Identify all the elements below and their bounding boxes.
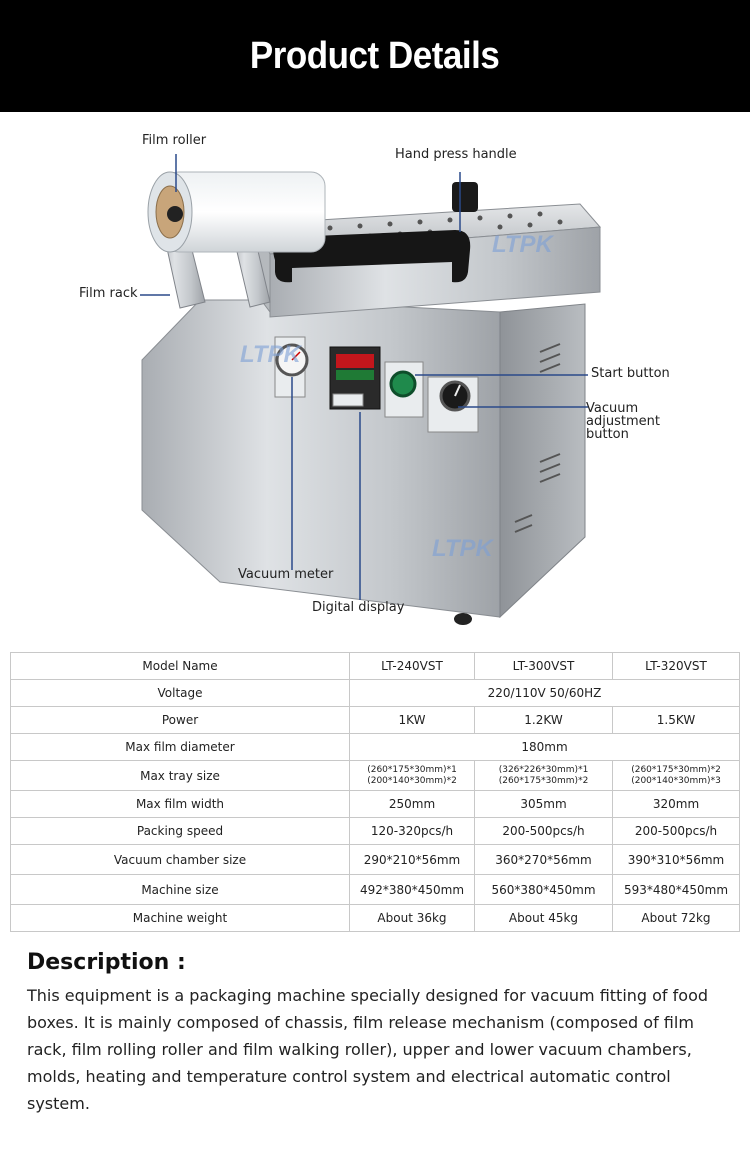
spec-label: Vacuum chamber size — [10, 844, 350, 875]
spec-label: Max tray size — [10, 760, 350, 791]
callout-film-rack: Film rack — [79, 286, 138, 301]
spec-row-power: Power 1KW 1.2KW 1.5KW — [10, 706, 740, 734]
spec-value: 1.5KW — [612, 706, 740, 734]
spec-value: (260*175*30mm)*2(200*140*30mm)*3 — [612, 760, 740, 791]
spec-table: Model Name LT-240VST LT-300VST LT-320VST… — [10, 652, 740, 932]
spec-value: 492*380*450mm — [349, 874, 475, 905]
start-button — [389, 370, 417, 398]
spec-value: 1KW — [349, 706, 475, 734]
spec-value: (260*175*30mm)*1(200*140*30mm)*2 — [349, 760, 475, 791]
spec-label: Model Name — [10, 652, 350, 680]
callout-hand-press-handle: Hand press handle — [395, 147, 517, 162]
model-name: LT-300VST — [474, 652, 613, 680]
spec-value: 200-500pcs/h — [474, 817, 613, 845]
model-name: LT-240VST — [349, 652, 475, 680]
spec-value: 390*310*56mm — [612, 844, 740, 875]
spec-value: 360*270*56mm — [474, 844, 613, 875]
vent-slots — [514, 343, 561, 533]
roller-hub — [167, 206, 183, 222]
spec-value: 1.2KW — [474, 706, 613, 734]
spec-row-machine-weight: Machine weight About 36kg About 45kg Abo… — [10, 904, 740, 932]
spec-label: Max film diameter — [10, 733, 350, 761]
watermark: LTPK — [432, 535, 495, 562]
spec-value: 180mm — [349, 733, 740, 761]
spec-value: (326*226*30mm)*1(260*175*30mm)*2 — [474, 760, 613, 791]
model-name: LT-320VST — [612, 652, 740, 680]
spec-label: Machine weight — [10, 904, 350, 932]
spec-label: Max film width — [10, 790, 350, 818]
spec-value: 220/110V 50/60HZ — [349, 679, 740, 707]
spec-row-max-film-width: Max film width 250mm 305mm 320mm — [10, 790, 740, 818]
callout-film-roller: Film roller — [142, 133, 207, 148]
spec-row-max-film-diameter: Max film diameter 180mm — [10, 733, 740, 761]
spec-value: 200-500pcs/h — [612, 817, 740, 845]
spec-value: 320mm — [612, 790, 740, 818]
callout-vacuum-adjustment-button: Vacuum adjustment button — [586, 401, 660, 442]
spec-value: 120-320pcs/h — [349, 817, 475, 845]
spec-label: Machine size — [10, 874, 350, 905]
spec-row-machine-size: Machine size 492*380*450mm 560*380*450mm… — [10, 874, 740, 905]
machine-illustration: LTPK LTPK LTPK — [140, 154, 602, 625]
callout-start-button: Start button — [591, 366, 670, 381]
spec-row-max-tray-size: Max tray size (260*175*30mm)*1(200*140*3… — [10, 760, 740, 791]
spec-value: 305mm — [474, 790, 613, 818]
machine-foot — [454, 613, 472, 625]
spec-row-vacuum-chamber-size: Vacuum chamber size 290*210*56mm 360*270… — [10, 844, 740, 875]
spec-row-voltage: Voltage 220/110V 50/60HZ — [10, 679, 740, 707]
spec-value: 593*480*450mm — [612, 874, 740, 905]
spec-value: 290*210*56mm — [349, 844, 475, 875]
spec-value: 560*380*450mm — [474, 874, 613, 905]
spec-value: 250mm — [349, 790, 475, 818]
handle-knob — [452, 182, 478, 212]
product-figure: LTPK LTPK LTPK Film roller Hand press ha… — [0, 112, 750, 642]
spec-value: About 45kg — [474, 904, 613, 932]
page-header: Product Details — [0, 0, 750, 112]
spec-value: About 36kg — [349, 904, 475, 932]
spec-label: Packing speed — [10, 817, 350, 845]
callout-vacuum-meter: Vacuum meter — [238, 567, 334, 582]
spec-row-packing-speed: Packing speed 120-320pcs/h 200-500pcs/h … — [10, 817, 740, 845]
spec-label: Power — [10, 706, 350, 734]
description-body: This equipment is a packaging machine sp… — [27, 986, 709, 1113]
description-title: Description : — [27, 950, 186, 975]
watermark: LTPK — [240, 341, 303, 368]
watermark: LTPK — [492, 231, 555, 258]
page-title: Product Details — [250, 34, 500, 77]
spec-header-row: Model Name LT-240VST LT-300VST LT-320VST — [10, 652, 740, 680]
leader-lines — [140, 154, 588, 600]
spec-value: About 72kg — [612, 904, 740, 932]
callout-digital-display: Digital display — [312, 600, 405, 615]
spec-label: Voltage — [10, 679, 350, 707]
